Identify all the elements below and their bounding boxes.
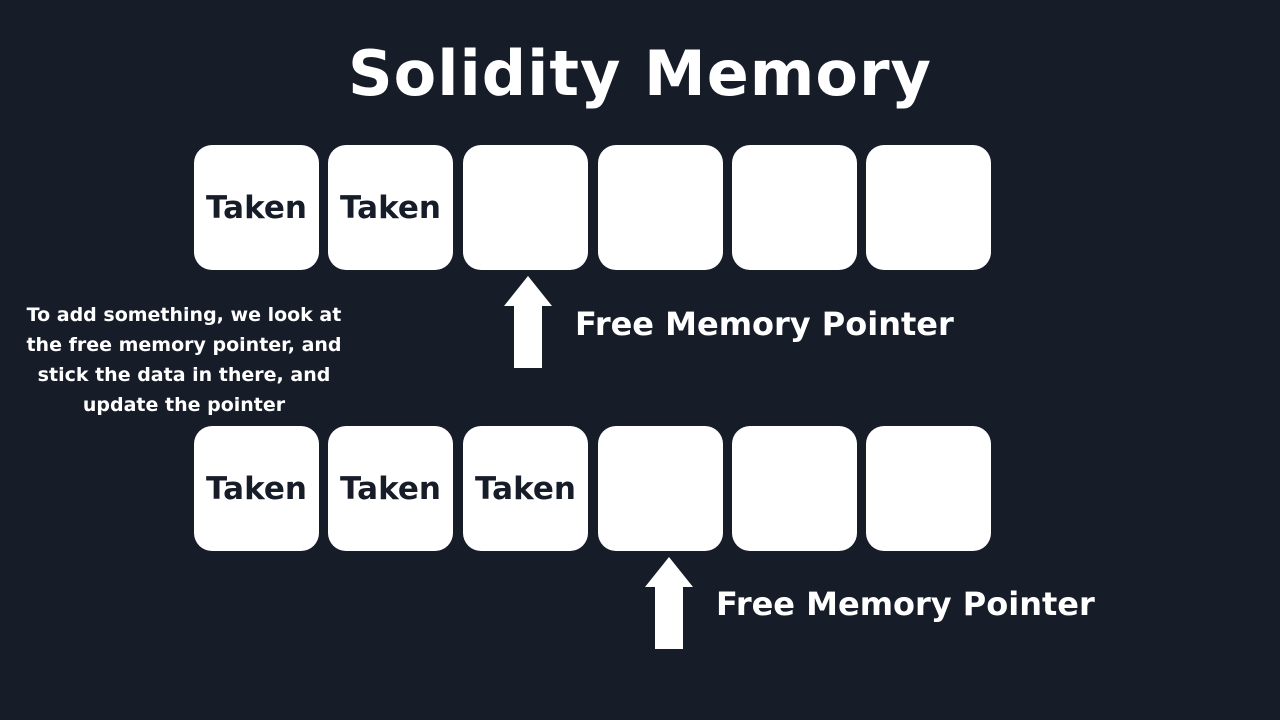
memory-slot-5: [732, 145, 857, 270]
memory-slot-2: Taken: [328, 426, 453, 551]
memory-slot-5: [732, 426, 857, 551]
up-arrow-icon: [645, 557, 693, 649]
free-memory-pointer-label: Free Memory Pointer: [575, 305, 954, 343]
explanation-note: To add something, we look at the free me…: [26, 304, 342, 416]
memory-slot-6: [866, 426, 991, 551]
memory-slot-3: Taken: [463, 426, 588, 551]
memory-row-after: Taken Taken Taken: [194, 426, 991, 551]
memory-row-before: Taken Taken: [194, 145, 991, 270]
memory-slot-3: [463, 145, 588, 270]
memory-slot-1: Taken: [194, 426, 319, 551]
memory-slot-4: [598, 145, 723, 270]
page-title: Solidity Memory: [348, 37, 932, 110]
memory-slot-6: [866, 145, 991, 270]
memory-slot-4: [598, 426, 723, 551]
up-arrow-icon: [504, 276, 552, 368]
memory-slot-1: Taken: [194, 145, 319, 270]
memory-slot-2: Taken: [328, 145, 453, 270]
free-memory-pointer-label: Free Memory Pointer: [716, 585, 1095, 623]
